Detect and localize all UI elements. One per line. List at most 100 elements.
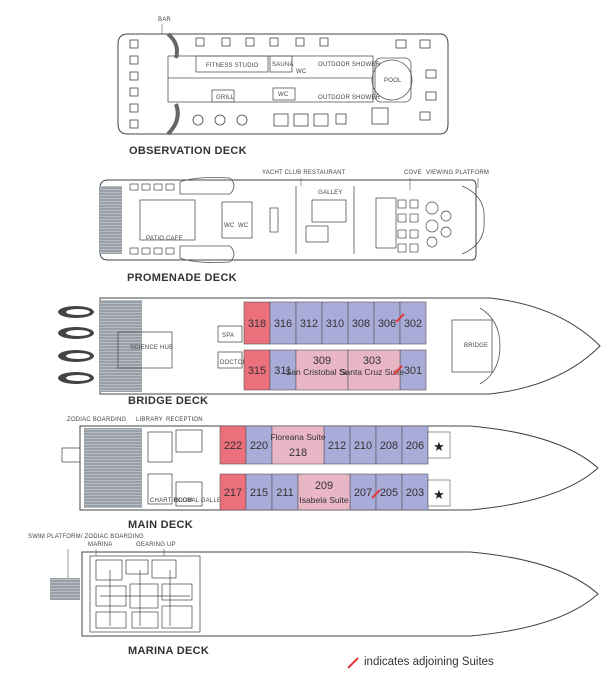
label-yacht-club-restaurant: YACHT CLUB RESTAURANT <box>262 170 346 176</box>
adjoin-mark-306-302 <box>395 313 405 323</box>
label-outdoor-shower-2: OUTDOOR SHOWER <box>318 95 381 101</box>
suite-209-name: Isabela Suite <box>299 495 348 505</box>
star-icon-top: ★ <box>433 440 445 455</box>
cabin-302[interactable] <box>399 301 427 345</box>
cabin-212-label: 212 <box>328 440 346 452</box>
label-wc-4: WC <box>238 223 249 229</box>
suite-209-number: 209 <box>315 480 333 492</box>
cabin-215[interactable] <box>245 473 273 511</box>
bridge-deck-title: BRIDGE DECK <box>128 395 208 407</box>
cabin-302-label: 302 <box>404 318 422 330</box>
cabin-208-label: 208 <box>380 440 398 452</box>
adjoin-mark-303-301 <box>393 365 403 375</box>
cabin-206-label: 206 <box>406 440 424 452</box>
label-bar: BAR <box>158 17 171 23</box>
cabin-220-label: 220 <box>250 440 268 452</box>
label-patio-cafe: PATIO CAFE <box>146 236 183 242</box>
marina-deck-title: MARINA DECK <box>128 645 209 657</box>
label-swim-platform: SWIM PLATFORM/ ZODIAC BOARDING <box>28 534 144 540</box>
cabin-222[interactable] <box>219 425 247 465</box>
cabin-306-label: 306 <box>378 318 396 330</box>
suite-309-number: 309 <box>313 355 331 367</box>
suite-303[interactable] <box>347 349 401 391</box>
cabin-318-label: 318 <box>248 318 266 330</box>
label-gearing-up: GEARING UP <box>136 542 176 548</box>
suite-309[interactable] <box>295 349 349 391</box>
star-icon-bottom: ★ <box>433 488 445 503</box>
suite-218-name: Floreana Suite <box>270 432 326 442</box>
cabin-210-label: 210 <box>354 440 372 452</box>
cabin-207-label: 207 <box>354 487 372 499</box>
label-bridge: BRIDGE <box>464 343 488 349</box>
suite-303-name: Santa Cruz Suite <box>340 367 405 377</box>
bridge-top-rooms: 318 316 312 310 308 306 302 <box>243 301 427 345</box>
label-wc-3: WC <box>224 223 235 229</box>
cabin-316-label: 316 <box>274 318 292 330</box>
label-wc-2: WC <box>278 92 289 98</box>
cabin-308-label: 308 <box>352 318 370 330</box>
cabin-203[interactable] <box>401 473 429 511</box>
cabin-315-label: 315 <box>248 365 266 377</box>
cabin-310[interactable] <box>321 301 349 345</box>
label-cove: COVE <box>404 170 422 176</box>
observation-deck-title: OBSERVATION DECK <box>129 145 247 157</box>
cabin-306[interactable] <box>373 301 401 345</box>
label-fitness-studio: FITNESS STUDIO <box>206 63 259 69</box>
cabin-220[interactable] <box>245 425 273 465</box>
cabin-312[interactable] <box>295 301 323 345</box>
cabin-301[interactable] <box>399 349 427 391</box>
label-library: LIBRARY <box>136 417 163 423</box>
marina-deck: SWIM PLATFORM/ ZODIAC BOARDING MARINA GE… <box>28 534 599 657</box>
observation-deck: BAR FITNESS STUDIO SAUNA WC OUTDOOR SHOW… <box>117 17 449 157</box>
cabin-211-label: 211 <box>276 487 294 499</box>
cabin-208[interactable] <box>375 425 403 465</box>
cabin-211[interactable] <box>271 473 299 511</box>
cabin-203-label: 203 <box>406 487 424 499</box>
cabin-217-label: 217 <box>224 487 242 499</box>
cabin-310-label: 310 <box>326 318 344 330</box>
label-galley: GALLEY <box>318 190 343 196</box>
cabin-205-label: 205 <box>380 487 398 499</box>
cabin-318[interactable] <box>243 301 271 345</box>
label-sauna: SAUNA <box>272 62 294 68</box>
cabin-222-label: 222 <box>224 440 242 452</box>
cabin-212[interactable] <box>323 425 351 465</box>
suite-218[interactable] <box>271 425 325 465</box>
label-science-hub-1: SCIENCE HUB <box>130 345 173 351</box>
adjoin-mark-207-205 <box>371 489 381 499</box>
main-top-rooms: 222 220 212 210 208 206 <box>219 425 429 465</box>
label-global-gallery: GLOBAL GALLERY <box>174 498 230 504</box>
suite-218-number: 218 <box>289 447 307 459</box>
cabin-205[interactable] <box>375 473 403 511</box>
cabin-217[interactable] <box>219 473 247 511</box>
legend-adjoining-mark <box>347 657 359 669</box>
cabin-206[interactable] <box>401 425 429 465</box>
legend-adjoining-suites: indicates adjoining Suites <box>364 656 494 668</box>
label-grill: GRILL <box>216 95 235 101</box>
label-pool: POOL <box>384 78 402 84</box>
suite-209[interactable] <box>297 473 351 511</box>
cabin-308[interactable] <box>347 301 375 345</box>
label-outdoor-shower-1: OUTDOOR SHOWER <box>318 62 381 68</box>
cabin-312-label: 312 <box>300 318 318 330</box>
cabin-311-label: 311 <box>274 365 292 377</box>
label-marina: MARINA <box>88 542 113 548</box>
promenade-deck-title: PROMENADE DECK <box>127 272 237 284</box>
promenade-deck: YACHT CLUB RESTAURANT COVE VIEWING PLATF… <box>99 170 489 284</box>
suite-303-number: 303 <box>363 355 381 367</box>
label-chart-room: CHART ROOM <box>150 498 193 504</box>
label-doctor: DOCTOR <box>220 360 248 366</box>
cabin-215-label: 215 <box>250 487 268 499</box>
bridge-bottom-rooms: 315 311 301 <box>243 349 427 391</box>
cabin-315[interactable] <box>243 349 271 391</box>
suite-309-name: San Cristobal Suite <box>286 367 359 377</box>
main-deck: ZODIAC BOARDING LIBRARY RECEPTION CHART … <box>61 417 599 531</box>
label-reception: RECEPTION <box>166 417 203 423</box>
label-viewing-platform: VIEWING PLATFORM <box>426 170 489 176</box>
label-zodiac-boarding: ZODIAC BOARDING <box>67 417 126 423</box>
cabin-210[interactable] <box>349 425 377 465</box>
cabin-301-label: 301 <box>404 365 422 377</box>
label-spa: SPA <box>222 333 234 339</box>
